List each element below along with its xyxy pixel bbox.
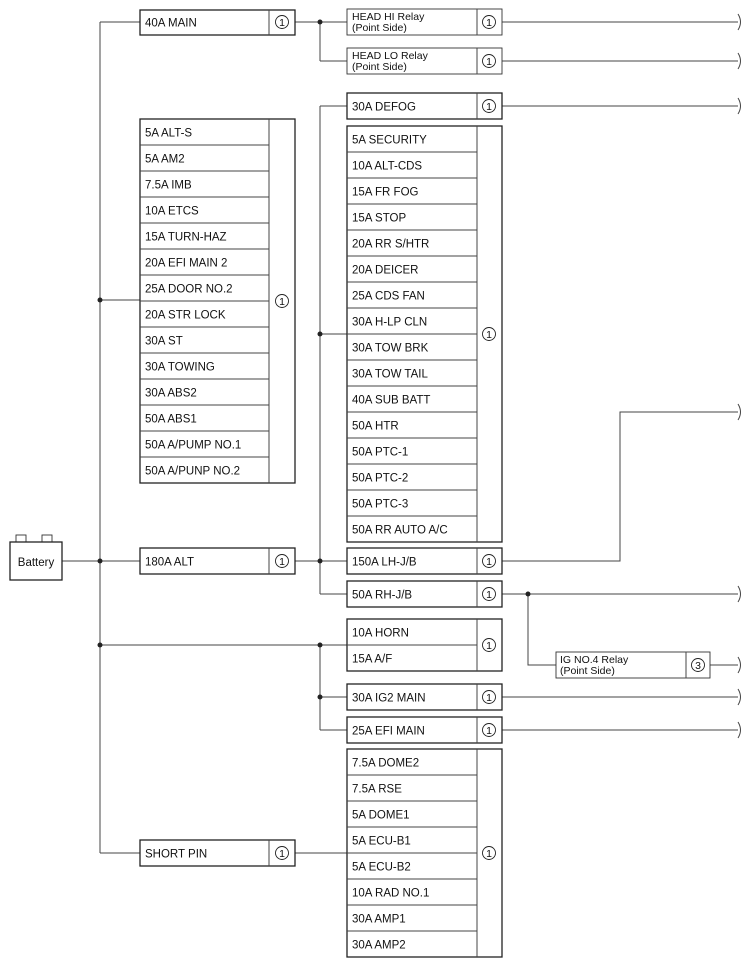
short-pin-label: SHORT PIN [145, 849, 207, 861]
fuse-label: 30A AMP1 [352, 914, 406, 926]
fuse-label: 30A AMP2 [352, 940, 406, 952]
fuse-label: 5A ECU-B1 [352, 836, 411, 848]
fuse-label: 15A FR FOG [352, 187, 419, 199]
rh-jb-number: 1 [486, 589, 492, 601]
fuse-label: 30A ST [145, 336, 183, 348]
continuation-marks [737, 13, 741, 739]
af-fuse-label: 15A A/F [352, 654, 392, 666]
fuse-label: 25A CDS FAN [352, 291, 425, 303]
relay-head-lo: HEAD LO Relay (Point Side) 1 [346, 47, 503, 75]
lh-jb-label: 150A LH-J/B [352, 557, 417, 569]
relay-ig4: IG NO.4 Relay (Point Side) 3 [555, 651, 711, 679]
fuse-label: 7.5A DOME2 [352, 758, 419, 770]
fuse-label: 50A PTC-3 [352, 499, 408, 511]
junction-dots [97, 19, 531, 700]
fuse-label: 5A DOME1 [352, 810, 410, 822]
bottom-fuse-group: 1 7.5A DOME2 7.5A RSE 5A DOME1 5A ECU-B1 5A … [346, 748, 503, 958]
rh-jb-label: 50A RH-J/B [352, 590, 412, 602]
horn-fuse-group: 10A HORN 15A A/F 1 [346, 618, 503, 672]
horn-group-number: 1 [486, 640, 492, 652]
wires [62, 21, 738, 854]
ig2-main-fuse: 30A IG2 MAIN 1 [346, 683, 503, 711]
fuse-label: 7.5A RSE [352, 784, 402, 796]
fuse-label: 50A A/PUMP NO.1 [145, 440, 241, 452]
relay-head-hi: HEAD HI Relay (Point Side) 1 [346, 8, 503, 36]
lh-jb-fuse: 150A LH-J/B 1 [346, 547, 503, 575]
right-fuse-rows: 5A SECURITY 10A ALT-CDS 15A FR FOG 15A STOP… [347, 135, 477, 537]
main-fuse-number: 1 [279, 17, 285, 29]
fuse-label: 5A ALT-S [145, 128, 192, 140]
fuse-label: 5A AM2 [145, 154, 185, 166]
relay-head-hi-line1: HEAD HI Relay [352, 11, 425, 23]
right-group-number: 1 [486, 329, 492, 341]
fuse-label: 5A ECU-B2 [352, 862, 411, 874]
relay-ig4-line2: (Point Side) [560, 665, 615, 677]
fuse-label: 20A EFI MAIN 2 [145, 258, 227, 270]
rh-jb-fuse: 50A RH-J/B 1 [346, 580, 503, 608]
battery: Battery [9, 534, 63, 581]
fuse-label: 50A PTC-1 [352, 447, 408, 459]
relay-head-lo-line1: HEAD LO Relay [352, 50, 429, 62]
alt-fuse-label: 180A ALT [145, 557, 194, 569]
ig2-main-number: 1 [486, 692, 492, 704]
ig2-main-label: 30A IG2 MAIN [352, 693, 426, 705]
alt-fuse: 180A ALT 1 [139, 547, 296, 575]
short-pin: SHORT PIN 1 [139, 839, 296, 867]
fuse-label: 20A STR LOCK [145, 310, 226, 322]
fuse-label: 50A PTC-2 [352, 473, 408, 485]
short-pin-number: 1 [279, 848, 285, 860]
fuse-label: 20A DEICER [352, 265, 418, 277]
fuse-label: 30A ABS2 [145, 388, 197, 400]
alt-fuse-number: 1 [279, 556, 285, 568]
fuse-label: 25A DOOR NO.2 [145, 284, 233, 296]
fuse-label: 30A H-LP CLN [352, 317, 427, 329]
lh-jb-number: 1 [486, 556, 492, 568]
fuse-label: 30A TOWING [145, 362, 215, 374]
fuse-label: 50A RR AUTO A/C [352, 525, 448, 537]
relay-ig4-line1: IG NO.4 Relay [560, 654, 629, 666]
fuse-label: 50A HTR [352, 421, 399, 433]
bottom-group-number: 1 [486, 848, 492, 860]
bottom-fuse-rows: 7.5A DOME2 7.5A RSE 5A DOME1 5A ECU-B1 5A EC… [347, 758, 477, 952]
fuse-label: 20A RR S/HTR [352, 239, 429, 251]
defog-fuse: 30A DEFOG 1 [346, 92, 503, 120]
left-fuse-group: 1 5A ALT-S 5A AM2 7.5A IMB 10A ETCS 15A TURN… [139, 118, 296, 484]
left-fuse-rows: 5A ALT-S 5A AM2 7.5A IMB 10A ETCS 15A TURN-H… [140, 128, 269, 478]
fuse-label: 10A ETCS [145, 206, 199, 218]
defog-fuse-label: 30A DEFOG [352, 102, 416, 114]
fuse-label: 40A SUB BATT [352, 395, 430, 407]
right-fuse-group: 1 5A SECURITY 10A ALT-CDS 15A FR FOG 15A ST… [346, 125, 503, 543]
fuse-label: 10A ALT-CDS [352, 161, 422, 173]
left-group-number: 1 [279, 296, 285, 308]
fuse-label: 10A RAD NO.1 [352, 888, 429, 900]
efi-main-fuse: 25A EFI MAIN 1 [346, 716, 503, 744]
battery-label: Battery [18, 557, 55, 569]
relay-head-hi-line2: (Point Side) [352, 22, 407, 34]
fuse-label: 30A TOW TAIL [352, 369, 428, 381]
efi-main-number: 1 [486, 725, 492, 737]
fuse-label: 30A TOW BRK [352, 343, 429, 355]
relay-ig4-number: 3 [695, 660, 701, 672]
horn-fuse-label: 10A HORN [352, 628, 409, 640]
relay-head-lo-number: 1 [486, 56, 492, 68]
fuse-label: 5A SECURITY [352, 135, 427, 147]
defog-fuse-number: 1 [486, 101, 492, 113]
efi-main-label: 25A EFI MAIN [352, 726, 425, 738]
main-fuse: 40A MAIN 1 [139, 9, 296, 36]
main-fuse-label: 40A MAIN [145, 18, 197, 30]
fuse-label: 15A TURN-HAZ [145, 232, 227, 244]
relay-head-hi-number: 1 [486, 17, 492, 29]
fuse-label: 15A STOP [352, 213, 406, 225]
fuse-label: 50A A/PUNP NO.2 [145, 466, 240, 478]
relay-head-lo-line2: (Point Side) [352, 61, 407, 73]
fuse-label: 7.5A IMB [145, 180, 192, 192]
fuse-label: 50A ABS1 [145, 414, 197, 426]
